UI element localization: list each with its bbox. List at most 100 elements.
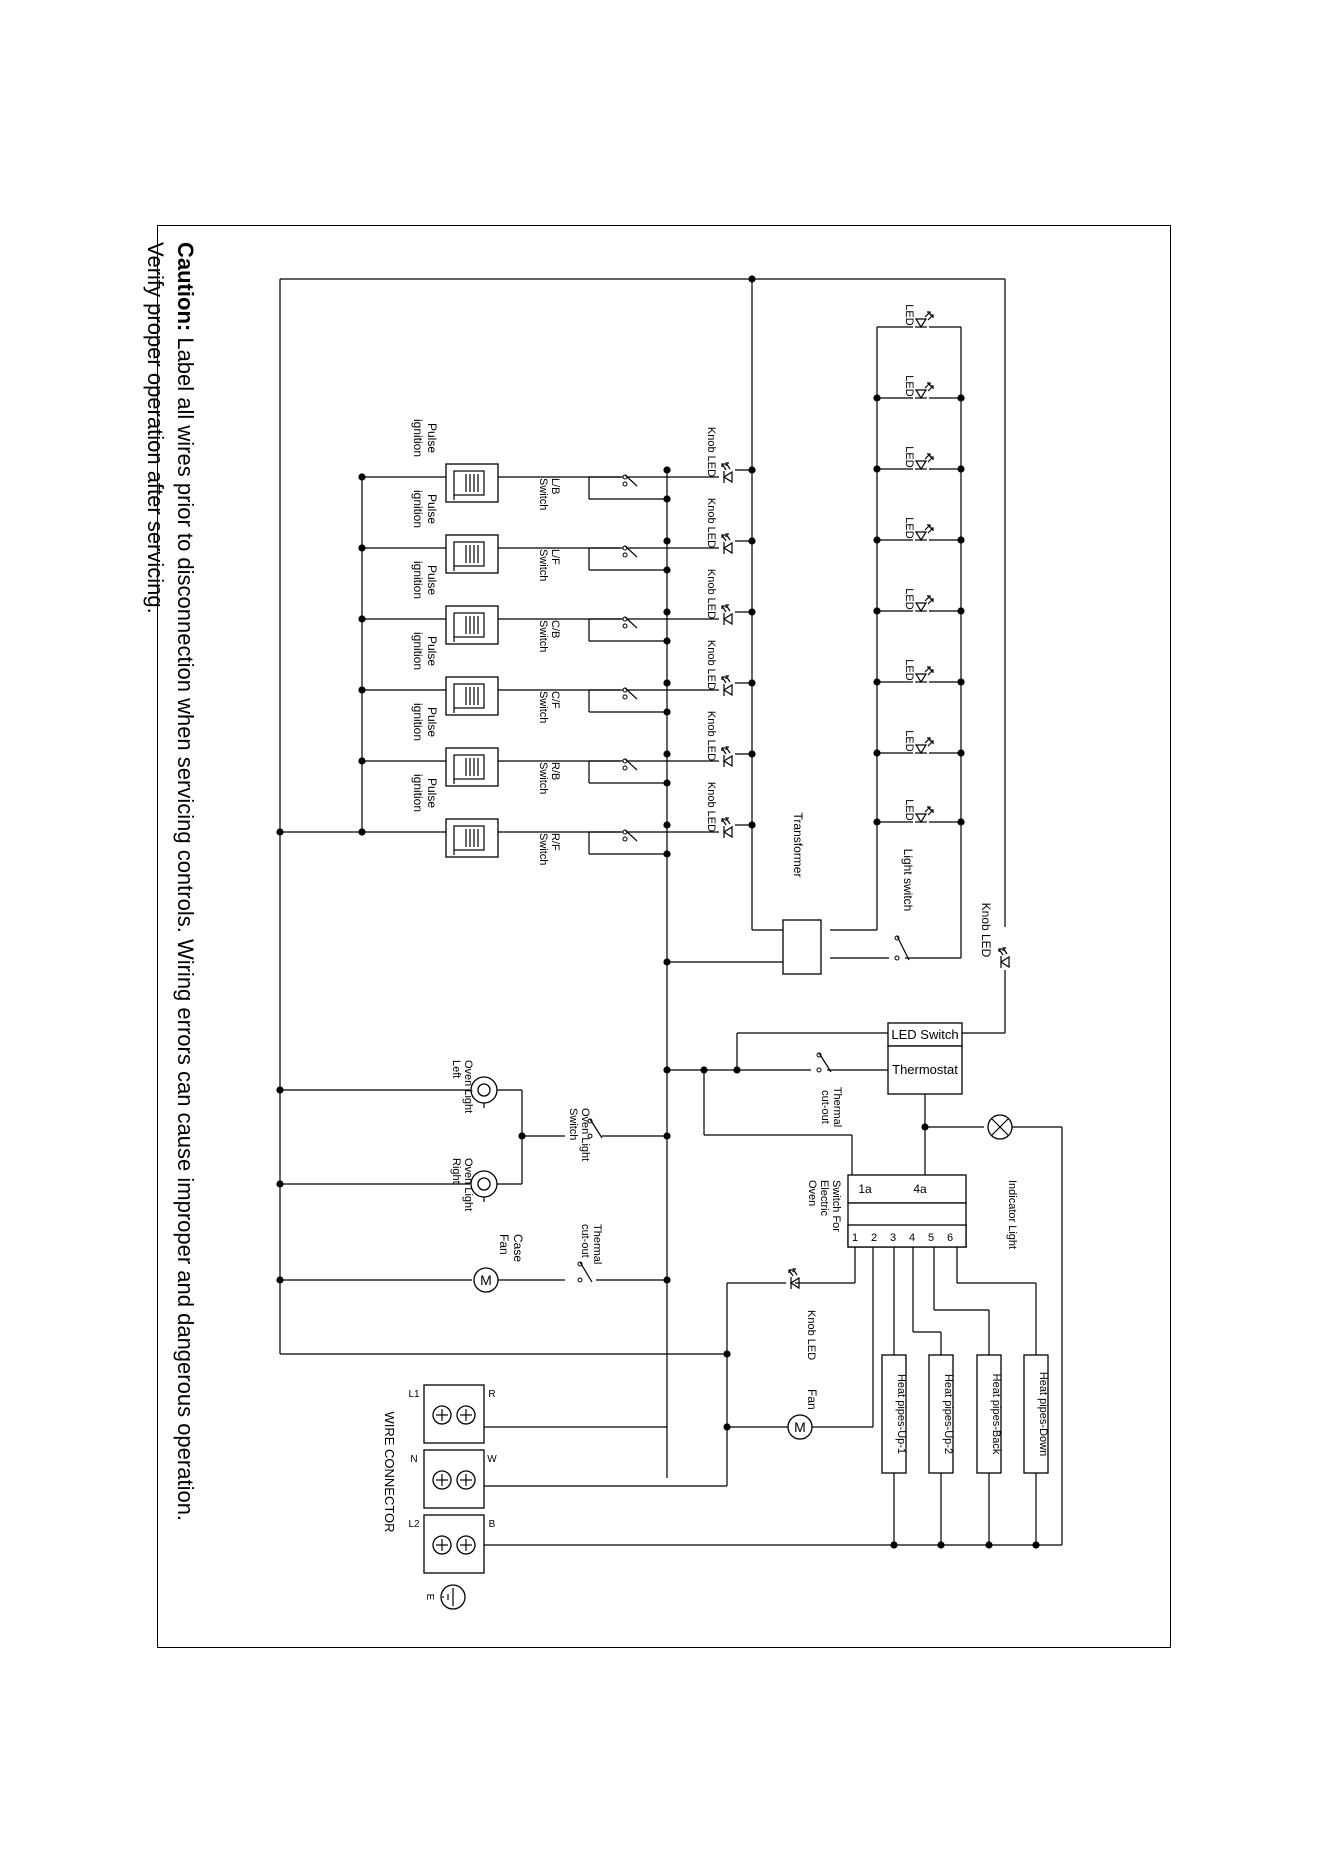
- junction-dot: [748, 608, 756, 616]
- switch-label: Switch: [537, 833, 549, 865]
- junction-dot: [663, 495, 671, 503]
- junction-dot: [748, 537, 756, 545]
- ignition-label: ignition: [411, 419, 425, 457]
- emission-arrow: [1002, 947, 1008, 955]
- contact: [622, 552, 628, 558]
- emission-arrow: [927, 385, 934, 392]
- junction-dot: [723, 1423, 731, 1431]
- junction-dot: [748, 466, 756, 474]
- connector-bottom-label: N: [410, 1454, 417, 1465]
- knob-led-icon: [721, 533, 733, 555]
- junction-dot: [873, 394, 881, 402]
- led-label: LED: [903, 588, 915, 609]
- burner-switch-contact: [622, 829, 638, 842]
- ignition-label: ignition: [411, 774, 425, 812]
- burner-switch-contact: [622, 616, 638, 629]
- contact-blade: [624, 758, 638, 771]
- junction-dot: [276, 1180, 284, 1188]
- switch-label: Switch: [537, 691, 549, 723]
- junction-dot: [358, 686, 366, 694]
- diode-triangle: [914, 813, 928, 824]
- junction-dot: [663, 608, 671, 616]
- switch-label: Switch: [537, 762, 549, 794]
- emission-arrow: [725, 675, 731, 683]
- junction-dot: [663, 821, 671, 829]
- diode-triangle: [914, 318, 928, 329]
- pulse-ignition-module: [445, 534, 499, 574]
- diode-triangle: [914, 744, 928, 755]
- junction-dot: [957, 678, 965, 686]
- junction-dot: [723, 1350, 731, 1358]
- junction-dot: [921, 1123, 929, 1131]
- led-diode-icon: [914, 666, 934, 684]
- emission-arrow: [721, 818, 727, 826]
- junction-dot: [663, 750, 671, 758]
- connector-block: [423, 1384, 485, 1444]
- light-switch-contact: [894, 935, 910, 961]
- motor-letter: M: [480, 1272, 492, 1288]
- junction-dot: [358, 473, 366, 481]
- junction-dot: [700, 1066, 708, 1074]
- case-fan-motor-icon: M: [473, 1267, 499, 1293]
- knob-led-icon: [721, 604, 733, 626]
- junction-dots: [276, 275, 1040, 1549]
- heat-pipe-element: [976, 1354, 1002, 1474]
- indicator-light-icon: [987, 1114, 1013, 1140]
- junction-dot: [358, 828, 366, 836]
- junction-dot: [957, 749, 965, 757]
- junction-dot: [957, 394, 965, 402]
- emission-arrow: [725, 533, 731, 541]
- ignition-body: [445, 463, 499, 503]
- pulse-label: Pulse: [425, 636, 439, 666]
- knob-led-label: Knob LED: [705, 711, 717, 761]
- contact-blade: [624, 687, 638, 700]
- heat-pipe-label: Heat pipes-Up-2: [942, 1374, 954, 1454]
- knob-led-icon: [721, 675, 733, 697]
- connector-top-label: W: [487, 1454, 497, 1465]
- ignition-label: ignition: [411, 632, 425, 670]
- connector-bottom-label: L2: [408, 1519, 420, 1530]
- emission-arrow: [725, 604, 731, 612]
- diagram-frame: [157, 225, 1171, 1648]
- emission-arrow: [721, 605, 727, 613]
- transformer-body: [782, 919, 822, 975]
- junction-dot: [358, 615, 366, 623]
- junction-dot: [733, 1066, 741, 1074]
- junction-dot: [663, 958, 671, 966]
- junction-dot: [937, 1541, 945, 1549]
- led-label: LED: [903, 730, 915, 751]
- ignition-coil: [453, 470, 485, 496]
- led-label: LED: [903, 659, 915, 680]
- pulse-ignition-module: [445, 818, 499, 858]
- heat-pipe-element: [881, 1354, 907, 1474]
- contact: [622, 836, 628, 842]
- ignition-coil: [453, 541, 485, 567]
- ignition-body: [445, 676, 499, 716]
- knob-led-icon: [721, 746, 733, 768]
- case-label: Case: [511, 1234, 525, 1262]
- junction-dot: [663, 637, 671, 645]
- fan-label: Fan: [805, 1389, 819, 1410]
- pulse-ignition-module: [445, 676, 499, 716]
- terminal-1a-label: 1a: [858, 1182, 872, 1196]
- terminal-label: 2: [871, 1232, 877, 1244]
- emission-arrow: [927, 527, 934, 534]
- pulse-ignition-module: [445, 747, 499, 787]
- indicator-cross: [991, 1118, 1009, 1136]
- led-diode-icon: [914, 382, 934, 400]
- emission-arrow: [927, 740, 934, 747]
- junction-dot: [663, 679, 671, 687]
- left-label: Left: [450, 1060, 462, 1078]
- emission-arrow: [927, 314, 934, 321]
- burner-switch-label: L/B: [549, 478, 561, 495]
- ignition-label: ignition: [411, 703, 425, 741]
- emission-arrow: [927, 598, 934, 605]
- contact: [622, 694, 628, 700]
- oven-light-left-icon: [470, 1076, 498, 1108]
- knob-led-label: Knob LED: [705, 569, 717, 619]
- emission-arrow: [792, 1268, 798, 1276]
- terminal-label: 6: [947, 1232, 953, 1244]
- knob-led-label: Knob LED: [705, 640, 717, 690]
- junction-dot: [663, 779, 671, 787]
- ignition-coil: [453, 612, 485, 638]
